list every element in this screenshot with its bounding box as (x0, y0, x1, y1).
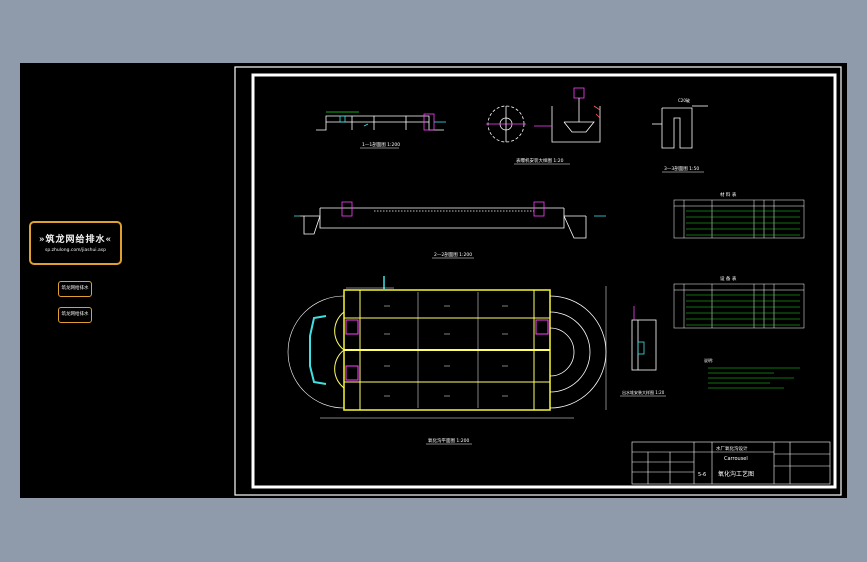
sheet-inner-border (251, 73, 837, 489)
outlet-weir-detail (631, 306, 657, 371)
equipment-table (673, 283, 805, 329)
oxidation-ditch-plan (287, 276, 607, 419)
section-3-3-caption: 3—3剖面图 1:50 (664, 165, 699, 172)
side-link-button-2[interactable]: 筑龙网给排水 (58, 307, 92, 323)
zhulong-logo-card[interactable]: »筑龙网给排水« sp.zhulong.com/jiashui.asp (29, 221, 122, 265)
title-block-sheet-no: 5-6 (698, 472, 706, 478)
section-2-2-elevation (294, 201, 606, 239)
notes-title: 说明: (704, 357, 713, 363)
title-block-drawing-name-cn: 氧化沟工艺图 (718, 470, 754, 478)
title-block-drawing-name-en: Carrousel (724, 456, 748, 462)
aerator-circle-detail (486, 105, 526, 143)
section-1-1-caption: 1—1剖面图 1:200 (362, 141, 400, 148)
notes-lines (708, 367, 800, 389)
section-3-3-detail (652, 105, 708, 149)
logo-title: »筑龙网给排水« (38, 235, 113, 245)
cad-drawing-sheet[interactable]: 1—1剖面图 1:200 表曝机安装大样图 1:20 C20破 (234, 66, 842, 498)
title-block (631, 441, 831, 485)
material-table-title: 材 料 表 (720, 191, 737, 198)
equipment-table-title: 设 备 表 (720, 275, 737, 282)
plan-caption: 氧化沟平面图 1:200 (428, 437, 470, 444)
outlet-detail-caption: 出水堆安装大样图 1:20 (622, 389, 665, 395)
title-block-project: 水厂氧化沟设计 (716, 445, 748, 452)
aerator-section-detail (534, 87, 601, 143)
drawing-viewport[interactable]: »筑龙网给排水« sp.zhulong.com/jiashui.asp 筑龙网给… (20, 63, 847, 498)
section-2-2-caption: 2—2剖面图 1:200 (434, 251, 472, 258)
section-1-1-elevation (316, 111, 446, 131)
aerator-detail-caption: 表曝机安装大样图 1:20 (516, 157, 564, 164)
sheet-outer-border (234, 66, 842, 496)
material-table-rows (686, 210, 800, 236)
side-link-button-1[interactable]: 筑龙网给排水 (58, 281, 92, 297)
logo-url: sp.zhulong.com/jiashui.asp (45, 248, 106, 253)
section-3-3-dim-label: C20破 (678, 97, 690, 103)
equipment-table-rows (686, 294, 800, 326)
material-table (673, 199, 805, 239)
